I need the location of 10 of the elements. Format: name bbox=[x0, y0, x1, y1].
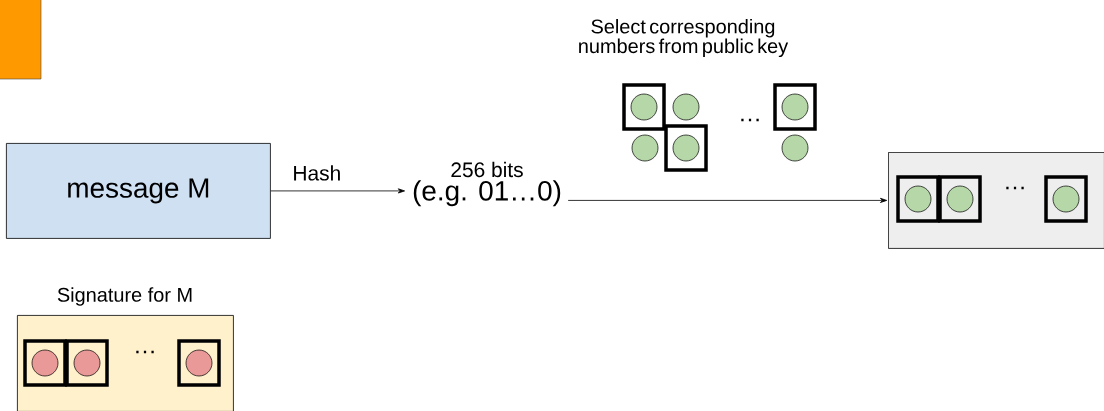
ellipsis: … bbox=[741, 118, 759, 122]
caption-text: Select corresponding numbers from public key bbox=[579, 18, 789, 58]
ellipsis: … bbox=[136, 350, 154, 354]
arrow bbox=[567, 197, 888, 203]
box-heading: Signature for M bbox=[57, 287, 192, 306]
ellipsis: … bbox=[1006, 186, 1024, 190]
message-box: message M bbox=[6, 143, 271, 239]
arrow bbox=[270, 188, 405, 194]
edge-label: Hash bbox=[291, 164, 343, 182]
hash-output-text: 256 bits (e.g. 01…0) bbox=[413, 161, 561, 207]
